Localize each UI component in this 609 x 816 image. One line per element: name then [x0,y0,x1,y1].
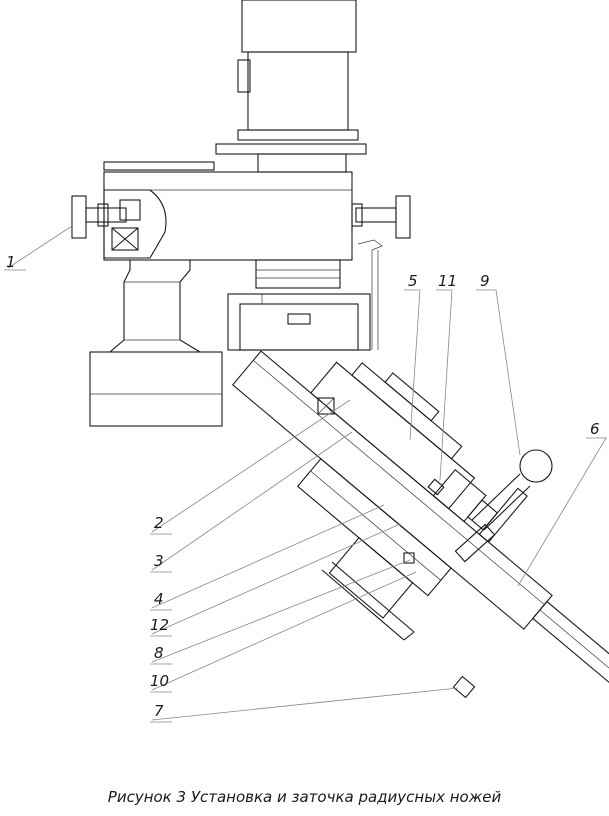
label-10: 10 [150,672,169,690]
label-11: 11 [438,272,457,290]
motor [215,0,367,173]
label-6: 6 [590,420,600,438]
label-2: 2 [154,514,164,532]
label-12: 12 [150,616,169,634]
leader-lines [4,225,607,723]
inclined-fixture [231,350,609,690]
figure-caption: Рисунок 3 Установка и заточка радиусных … [107,788,502,806]
label-4: 4 [154,590,164,608]
label-7: 7 [154,702,164,720]
grinding-head [71,161,411,350]
label-8: 8 [154,644,164,662]
fixture-details [317,397,553,699]
label-9: 9 [480,272,490,290]
label-3: 3 [154,552,164,570]
wheel-guard [227,259,371,351]
column [89,259,223,427]
label-5: 5 [408,272,418,290]
label-1: 1 [6,253,16,271]
